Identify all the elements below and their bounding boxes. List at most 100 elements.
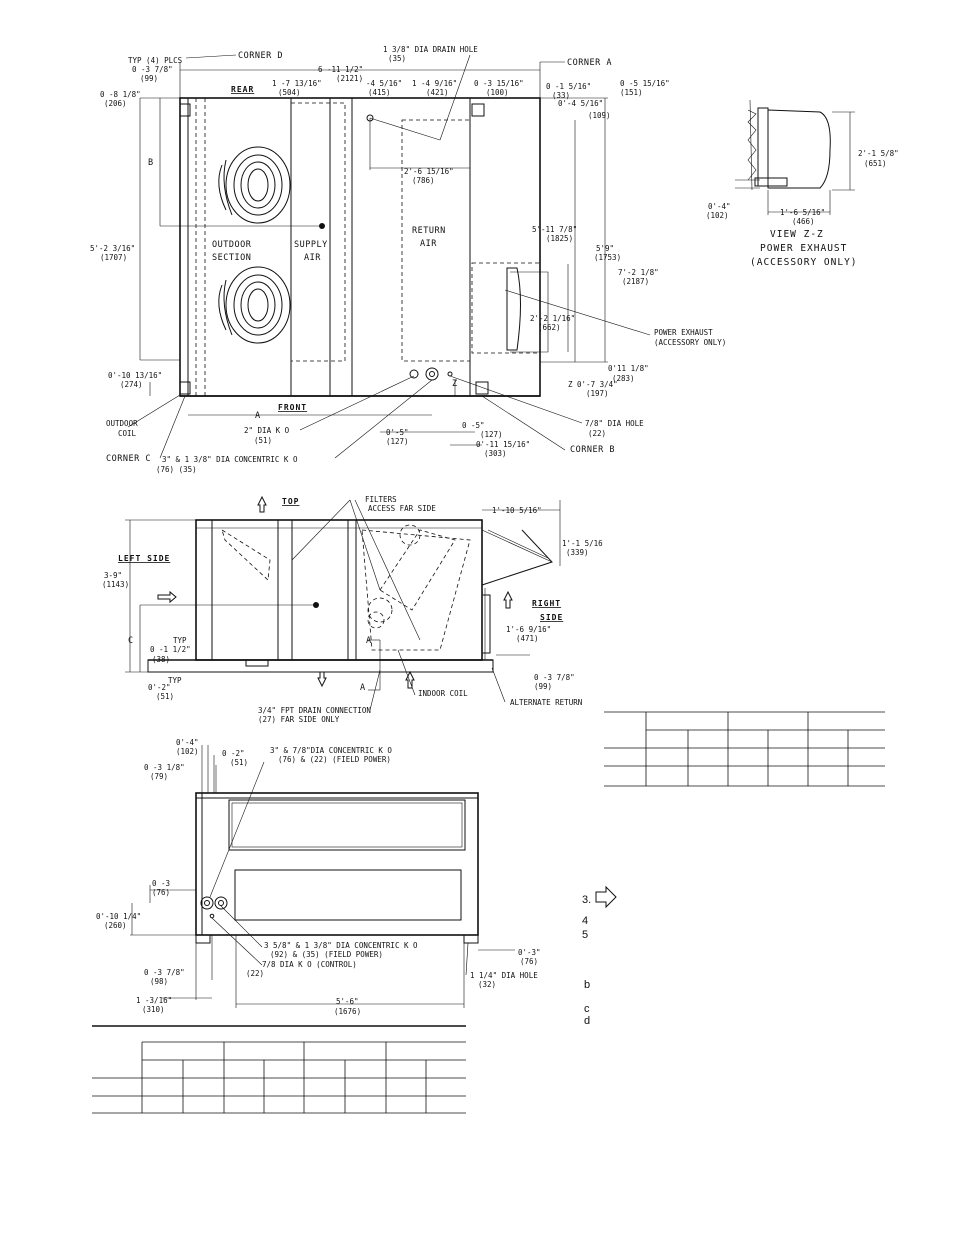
lower-panel — [234, 869, 462, 921]
dim-text: 0 -3 7/8" — [132, 65, 173, 74]
dim-text: (1676) — [334, 1007, 361, 1016]
typ-4-plcs: TYP (4) PLCS — [128, 56, 183, 65]
dim-text: (274) — [120, 380, 143, 389]
dim-text: 0 -8 1/8" — [100, 90, 141, 99]
rear-label: REAR — [231, 85, 254, 94]
note-4: 4 — [582, 915, 588, 927]
dim-text: (76) — [520, 957, 538, 966]
side-view: TOP LEFT SIDE RIGHT SIDE FILTERS ACCESS … — [102, 495, 603, 724]
power-ko-callout-2: (76) & (22) (FIELD POWER) — [278, 755, 391, 764]
dim-text: (786) — [412, 176, 435, 185]
fan-bottom — [218, 266, 291, 344]
outdoor-coil-callout-2: COIL — [118, 429, 137, 438]
dim-text: (415) — [368, 88, 391, 97]
note-c: c — [584, 1003, 590, 1015]
dim-letter-c: C — [128, 636, 134, 646]
dim-text: 0 -3 7/8" — [534, 673, 575, 682]
dim-text: 2'-2 1/16" — [530, 314, 575, 323]
power-ko-callout: 3" & 7/8"DIA CONCENTRIC K O — [270, 746, 392, 755]
drain-hole-mm: (35) — [388, 54, 406, 63]
dim-text: 0'-11 15/16" — [476, 440, 530, 449]
front-label: FRONT — [278, 403, 307, 412]
dim-text: (504) — [278, 88, 301, 97]
dim-text: (421) — [426, 88, 449, 97]
power-exhaust-box — [471, 262, 541, 354]
left-side-label: LEFT SIDE — [118, 554, 170, 563]
typ-label: TYP — [173, 636, 187, 645]
note-b: b — [584, 979, 590, 991]
section-label: SECTION — [212, 253, 251, 263]
corner-d-label: CORNER D — [238, 51, 283, 61]
dim-text: (2187) — [622, 277, 649, 286]
dim-text: (33) — [552, 91, 570, 100]
filters-callout-2: ACCESS FAR SIDE — [368, 504, 436, 513]
drain-hole-callout: 1 3/8" DIA DRAIN HOLE — [383, 45, 478, 54]
fan-top — [218, 146, 291, 224]
top-label: TOP — [282, 497, 299, 506]
dim-text: 7'-2 1/8" — [618, 268, 659, 277]
right-side-label: RIGHT — [532, 599, 561, 608]
supply-air-label: AIR — [304, 253, 321, 263]
return-air-label: AIR — [420, 239, 437, 249]
dim-text: 0'-4" — [176, 738, 199, 747]
dim-text: (651) — [864, 159, 887, 168]
power-ko-big-callout: 3 5/8" & 1 3/8" DIA CONCENTRIC K O — [264, 941, 418, 950]
power-exhaust-callout-2: (ACCESSORY ONLY) — [654, 338, 726, 347]
dim-text: (99) — [534, 682, 552, 691]
dim-text: 0 -3 — [152, 879, 170, 888]
dim-text: (466) — [792, 217, 815, 226]
dim-text: 0 -3 7/8" — [144, 968, 185, 977]
dim-text: (1825) — [546, 234, 573, 243]
dim-text: (127) — [480, 430, 503, 439]
dim-text: (260) — [104, 921, 127, 930]
typ-label: TYP — [168, 676, 182, 685]
filters-callout: FILTERS — [365, 495, 397, 504]
dim-text: (471) — [516, 634, 539, 643]
dim-text: (339) — [566, 548, 589, 557]
dim-text: 0 -3 15/16" — [474, 79, 524, 88]
dim-text: (102) — [176, 747, 199, 756]
dim-text: (76) — [152, 888, 170, 897]
section-a-label: A — [360, 683, 366, 693]
dim-text: 0'-2" — [148, 683, 171, 692]
dim-text: 3-9" — [104, 571, 122, 580]
supply-opening — [290, 102, 346, 362]
dim-text: (51) — [156, 692, 174, 701]
dim-text: 0'-10 13/16" — [108, 371, 162, 380]
dim-text: (98) — [150, 977, 168, 986]
supply-label: SUPPLY — [294, 240, 328, 250]
return-label: RETURN — [412, 226, 446, 236]
dim-text: 5'-2 3/16" — [90, 244, 135, 253]
dimension-table-bottom — [92, 1025, 466, 1114]
dim-text: 1'-1 5/16 — [562, 539, 603, 548]
dim-text: (197) — [586, 389, 609, 398]
view-zz-title: VIEW Z-Z — [770, 229, 824, 240]
hole-1-14-mm: (32) — [478, 980, 496, 989]
dim-text: (38) — [152, 655, 170, 664]
view-zz-subtitle-2: (ACCESSORY ONLY) — [750, 257, 858, 268]
dim-text: 0 -5" — [462, 421, 485, 430]
dim-text: 0 -1 5/16" — [546, 82, 591, 91]
dim-text: (79) — [150, 772, 168, 781]
dim-text: (99) — [140, 74, 158, 83]
ko-2in-callout: 2" DIA K O — [244, 426, 290, 435]
control-ko-mm: (22) — [246, 969, 264, 978]
dim-text: 0'-4" — [708, 202, 731, 211]
concentric-ko-callout: 3" & 1 3/8" DIA CONCENTRIC K O — [162, 455, 298, 464]
control-ko-callout: 7/8 DIA K O (CONTROL) — [262, 960, 357, 969]
notes: 3. 4 5 b c d — [582, 885, 617, 1027]
arrow-right-icon — [595, 885, 617, 909]
dim-text: 1 -7 13/16" — [272, 79, 322, 88]
dim-text: 0 -3 1/8" — [144, 763, 185, 772]
dim-text: 5'9" — [596, 244, 614, 253]
dim-text: 2'-1 5/8" — [858, 149, 899, 158]
corner-c-label: CORNER C — [106, 454, 151, 464]
power-exhaust-callout: POWER EXHAUST — [654, 328, 713, 337]
drain-callout-mm: (27) FAR SIDE ONLY — [258, 715, 340, 724]
dim-text: 5'-11 7/8" — [532, 225, 577, 234]
view-zz-subtitle: POWER EXHAUST — [760, 243, 847, 254]
dim-text: (303) — [484, 449, 507, 458]
outdoor-coil-callout: OUTDOOR — [106, 419, 138, 428]
dim-text: 0'11 1/8" — [608, 364, 649, 373]
